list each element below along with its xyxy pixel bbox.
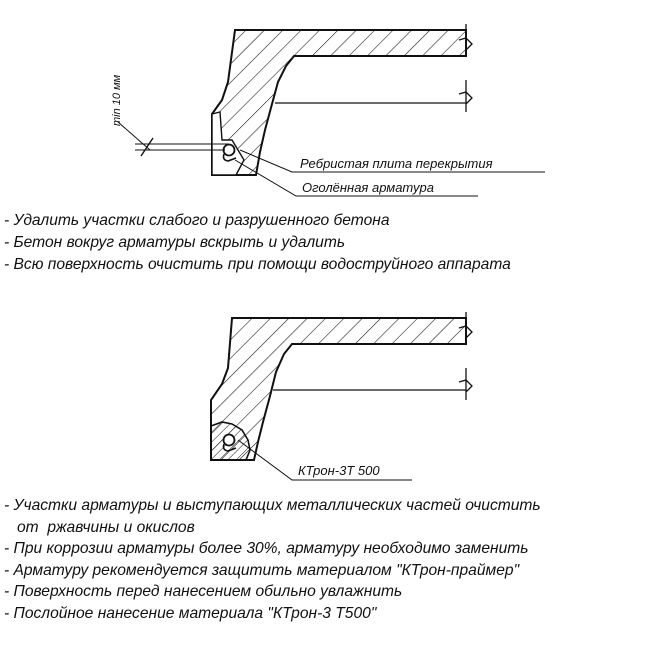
- break-line-1b: [458, 80, 473, 112]
- diagram-2-slab: КТрон-3Т 500: [210, 312, 473, 481]
- rebar-hook-2: [222, 443, 237, 452]
- instruction-item: - Поверхность перед нанесением обильно у…: [4, 583, 403, 600]
- label-ktron-material: КТрон-3Т 500: [298, 463, 380, 478]
- label-ribbed-slab: Ребристая плита перекрытия: [300, 156, 493, 171]
- dimension-extension-1: [117, 121, 151, 151]
- instruction-list-1: - Удалить участки слабого и разрушенного…: [4, 210, 511, 276]
- dimension-label-min10: min 10 мм: [111, 74, 123, 126]
- slab-section-1: [211, 29, 467, 176]
- rebar-hook-1: [222, 153, 237, 162]
- instruction-item: - При коррозии арматуры более 30%, армат…: [4, 540, 529, 557]
- instruction-list-2: - Участки арматуры и выступающих металли…: [4, 495, 541, 624]
- instruction-item: - Арматуру рекомендуется защитить матери…: [4, 561, 520, 579]
- instruction-item: - Бетон вокруг арматуры вскрыть и удалит…: [4, 234, 346, 251]
- leader-slab: [239, 149, 545, 173]
- instruction-item: - Удалить участки слабого и разрушенного…: [4, 212, 390, 229]
- exposed-rebar-1: [222, 143, 236, 157]
- instruction-item-text: от ржавчины и окислов: [4, 518, 195, 536]
- protected-rebar-2: [222, 433, 236, 447]
- instruction-item: - Участки арматуры и выступающих металли…: [4, 497, 541, 514]
- dimension-tick-1: [140, 137, 154, 157]
- break-line-1: [458, 24, 473, 56]
- leader-material: [237, 439, 412, 481]
- instruction-item-continuation: от ржавчины и окислов: [4, 517, 541, 539]
- label-exposed-rebar: Оголённая арматура: [302, 180, 434, 195]
- break-line-2: [458, 312, 473, 344]
- break-line-2b: [458, 368, 473, 400]
- leader-rebar: [234, 159, 478, 197]
- diagram-1-slab: min 10 мм Ребристая плита перекрытия Ого…: [111, 24, 545, 197]
- slab-section-2: [210, 317, 467, 461]
- instruction-item: - Всю поверхность очистить при помощи во…: [4, 256, 511, 273]
- instruction-item: - Послойное нанесение материала "КТрон-3…: [4, 604, 377, 622]
